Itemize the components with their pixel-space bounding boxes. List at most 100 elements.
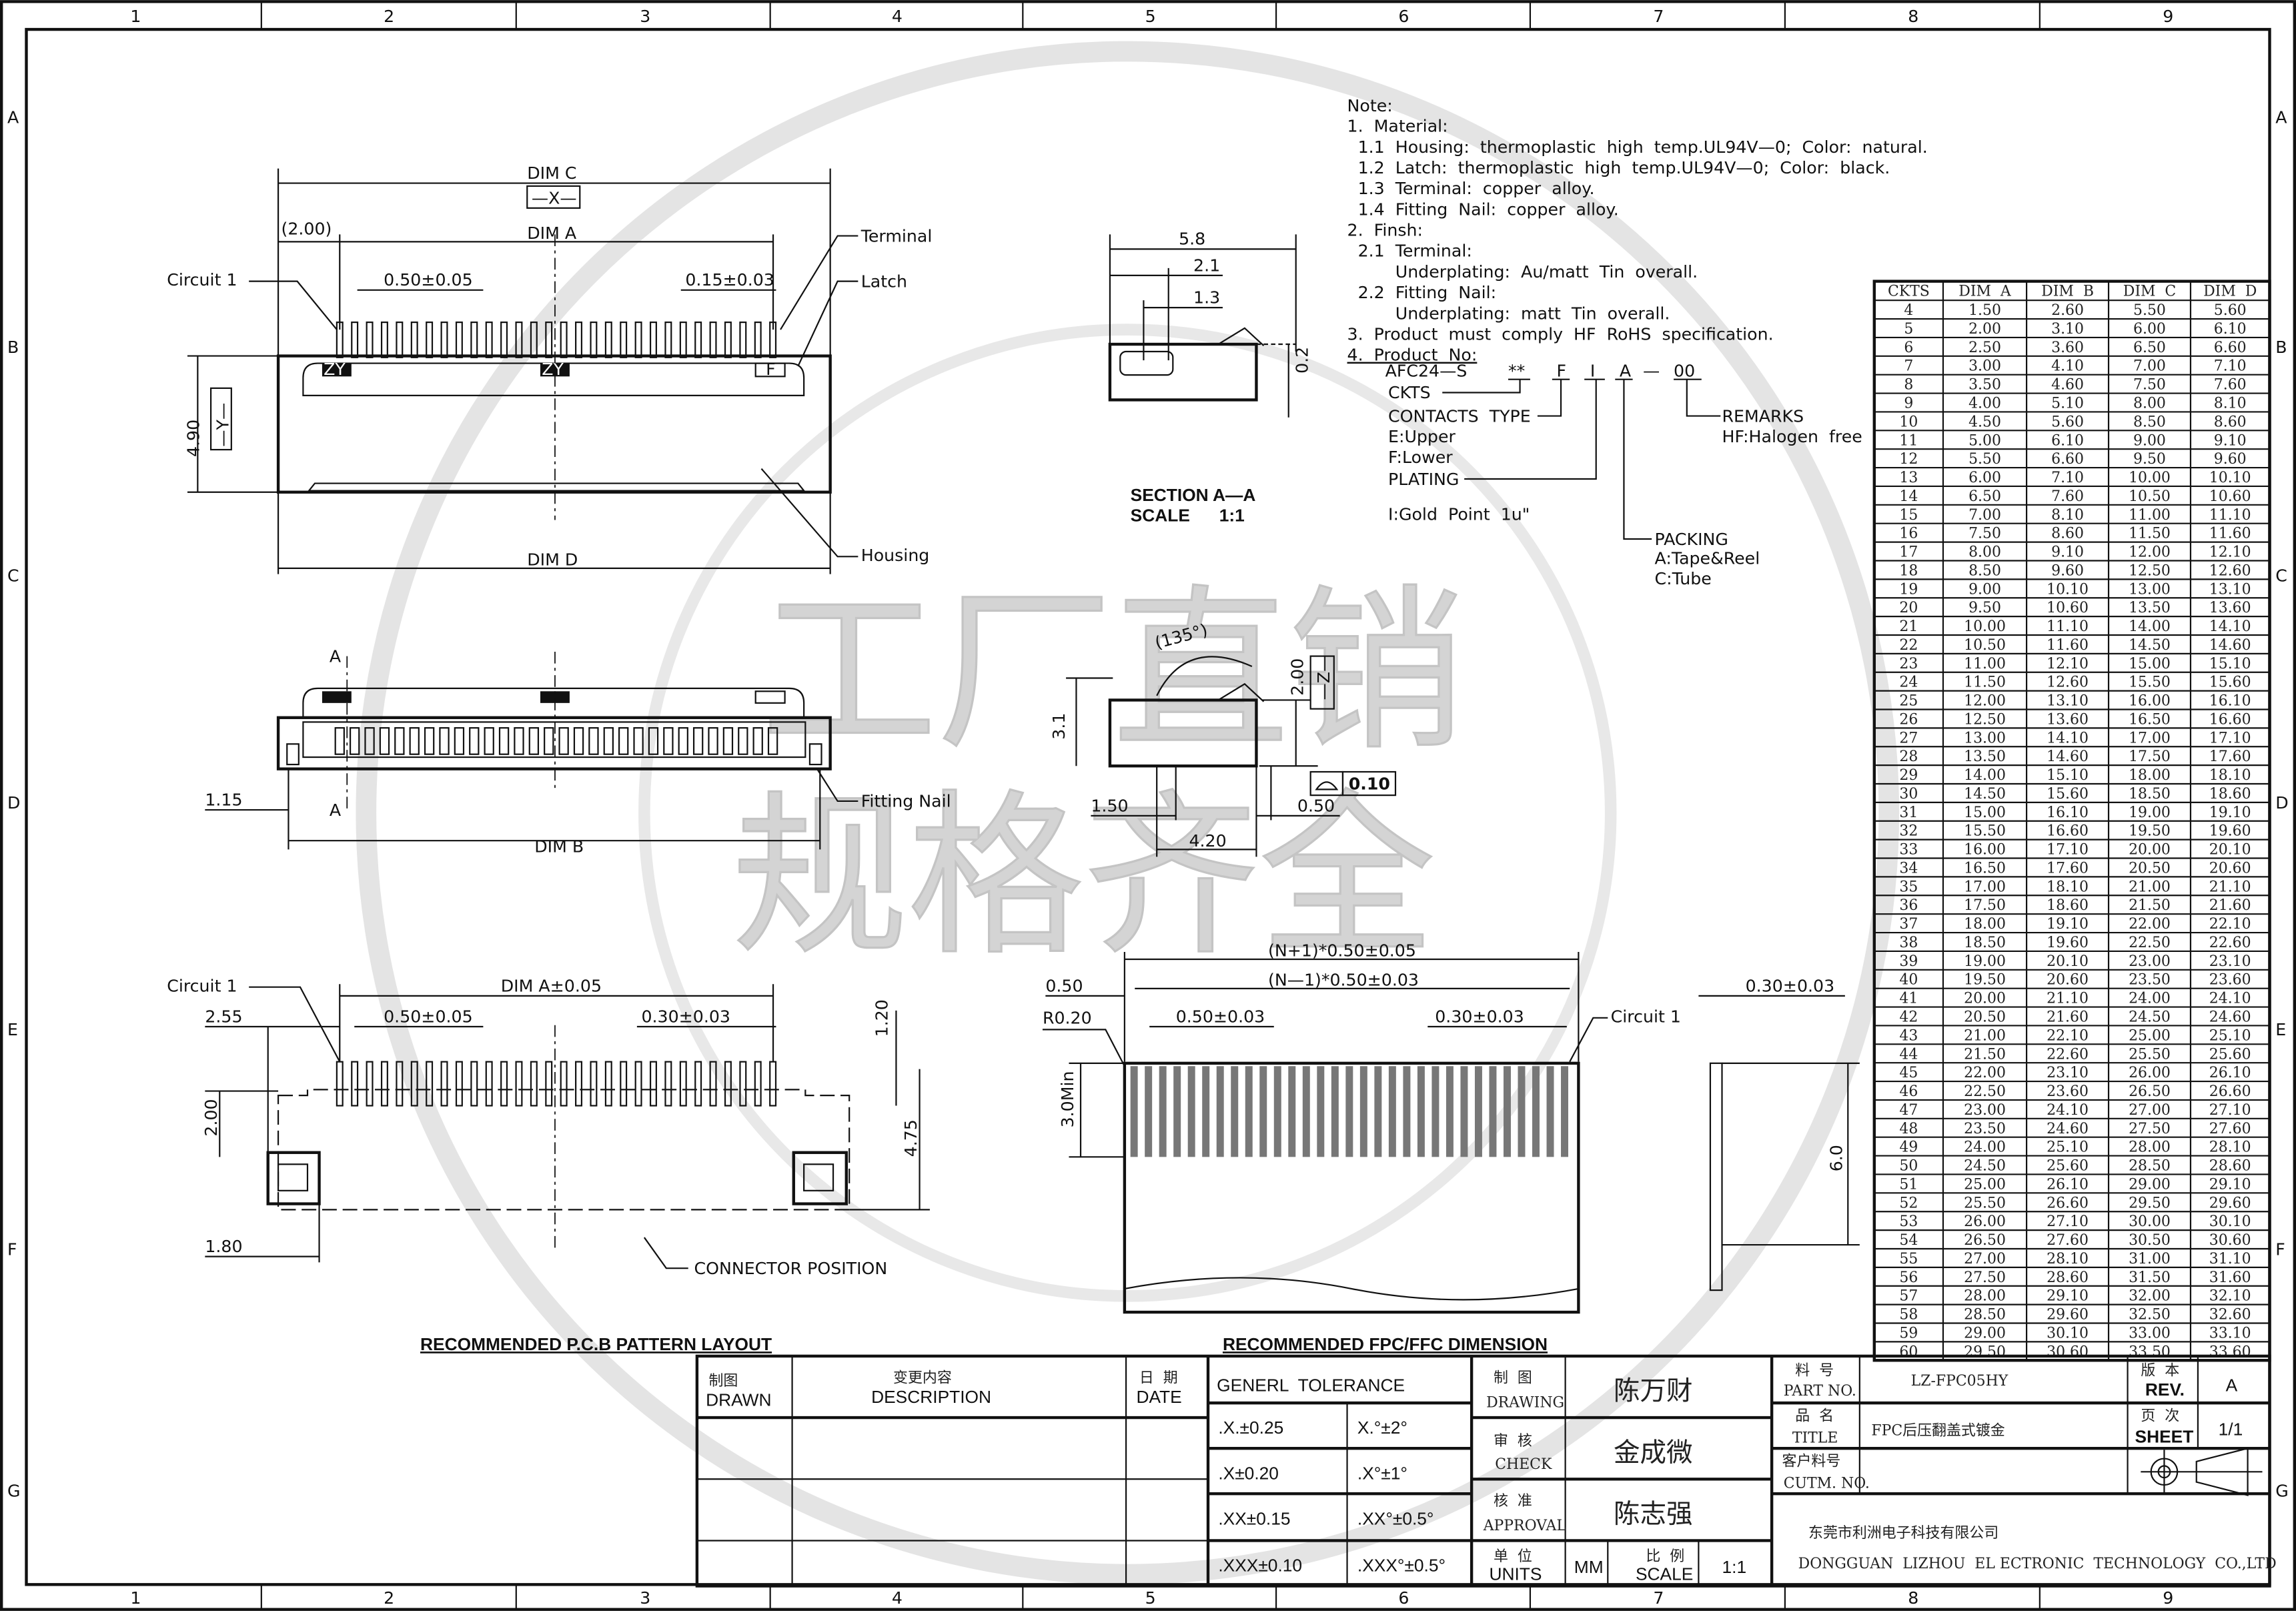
terminal-pin [410,322,418,358]
column-marker-bottom: 9 [2163,1588,2173,1608]
note-line: 1.2 Latch: thermoplastic high temp.UL94V… [1347,158,1890,177]
table-cell: 20.50 [2129,860,2171,877]
note-line: 2.2 Fitting Nail: [1347,283,1497,302]
table-cell: 11.60 [2209,526,2251,542]
table-cell: 22 [1899,637,1918,654]
table-cell: 24.50 [2129,1009,2171,1026]
terminal-width-label: 0.15±0.03 [685,270,774,290]
product-number-breakdown: AFC24—S ** F I A — 00 CKTS CONTACTS TYPE… [1385,361,1862,588]
fpc-finger [1474,1066,1482,1157]
pitch-label: 0.50±0.05 [384,270,473,290]
table-cell: 16.60 [2209,711,2251,728]
table-cell: 17.00 [2129,730,2171,746]
pn-remarks-code: 00 [1674,361,1695,380]
terminal-pin-front [603,727,614,755]
rev-en: REV. [2145,1380,2185,1400]
tolerance-angular: .XXX°±0.5° [1357,1556,1446,1576]
pn-contacts-e: E:Upper [1388,427,1456,446]
table-cell: 9.50 [2133,451,2166,468]
section-a-a: 5.8 2.1 1.3 0.2 SECTION A—A SCALE 1:1 [1108,229,1311,526]
table-cell: 2.60 [2051,302,2084,319]
terminal-pin-front [498,727,510,755]
terminal-pin [679,322,687,358]
date-cn: 日 期 [1139,1370,1178,1386]
side-view: (135°) 3.1 2.00 —Z— 0.10 1.50 0.50 4.20 [1049,620,1397,857]
terminal-pin [470,322,478,358]
table-cell: 5.10 [2051,396,2084,412]
terminal-pin-front [648,727,659,755]
fitting-nail-callout: Fitting Nail [861,792,951,811]
table-cell: 15.00 [1964,804,2006,821]
table-cell: 10.10 [2209,470,2251,486]
sheet-en: SHEET [2135,1426,2194,1446]
table-cell: 33.00 [2129,1325,2171,1341]
table-cell: 14.60 [2209,637,2251,654]
table-cell: 44 [1899,1046,1918,1063]
table-cell: 9.50 [1968,600,2001,616]
description-cn: 变更内容 [893,1370,952,1386]
rev-cn: 版 本 [2141,1362,2179,1379]
table-cell: 29.00 [1964,1325,2006,1341]
row-marker-right: A [2275,108,2287,127]
table-cell: 48 [1899,1121,1918,1137]
table-cell: 31.10 [2209,1251,2251,1267]
note-line: Underplating: matt Tin overall. [1347,304,1670,323]
pcb-pad [485,1061,493,1107]
pcb-pad [754,1061,762,1107]
table-cell: 40 [1899,972,1918,989]
table-cell: 30.00 [2129,1213,2171,1230]
table-cell: 22.00 [2129,916,2171,933]
terminal-pin-front [409,727,420,755]
fpc-finger [1145,1066,1153,1157]
terminal-pin-front [663,727,674,755]
table-cell: 10.10 [2047,581,2089,598]
table-cell: 27.50 [1964,1269,2006,1286]
pn-contact-code: F [1556,361,1566,380]
table-cell: 21.10 [2209,879,2251,895]
table-cell: 4.50 [1968,414,2001,430]
pn-packing-c: C:Tube [1655,569,1712,588]
table-cell: 18.10 [2047,879,2089,895]
table-cell: 7.60 [2051,488,2084,505]
title-value: FPC后压翻盖式镀金 [1871,1422,2004,1439]
pcb-2-00: 2.00 [201,1099,221,1136]
title-en: TITLE [1792,1430,1838,1446]
table-cell: 25.50 [1964,1195,2006,1211]
table-cell: 18 [1899,562,1918,579]
table-cell: 5.50 [1968,451,2001,468]
table-cell: 21 [1899,618,1918,635]
table-cell: 15.50 [1964,823,2006,840]
pcb-pad [620,1061,628,1107]
column-marker-bottom: 7 [1653,1588,1664,1608]
row-marker-left: F [7,1239,17,1259]
fpc-circuit1: Circuit 1 [1611,1007,1681,1026]
mark-right: F [766,360,776,379]
table-cell: 16.50 [2129,711,2171,728]
table-cell: 22.60 [2209,935,2251,951]
table-cell: 21.50 [2129,897,2171,914]
section-title: SECTION A—A [1131,485,1256,505]
table-cell: 21.50 [1964,1046,2006,1063]
fpc-finger [1359,1066,1367,1157]
fpc-layout: (N+1)*0.50±0.05 (N—1)*0.50±0.03 0.50 R0.… [1042,941,1860,1354]
pcb-2-55: 2.55 [205,1007,242,1026]
table-cell: 16.10 [2047,804,2089,821]
fpc-finger [1202,1066,1210,1157]
table-cell: 17.10 [2047,842,2089,859]
pn-packing-code: A [1620,361,1632,380]
table-cell: 25.60 [2209,1046,2251,1063]
fpc-finger [1302,1066,1310,1157]
table-cell: 3.10 [2051,321,2084,338]
units-value: MM [1574,1557,1604,1577]
table-cell: 25 [1899,693,1918,710]
